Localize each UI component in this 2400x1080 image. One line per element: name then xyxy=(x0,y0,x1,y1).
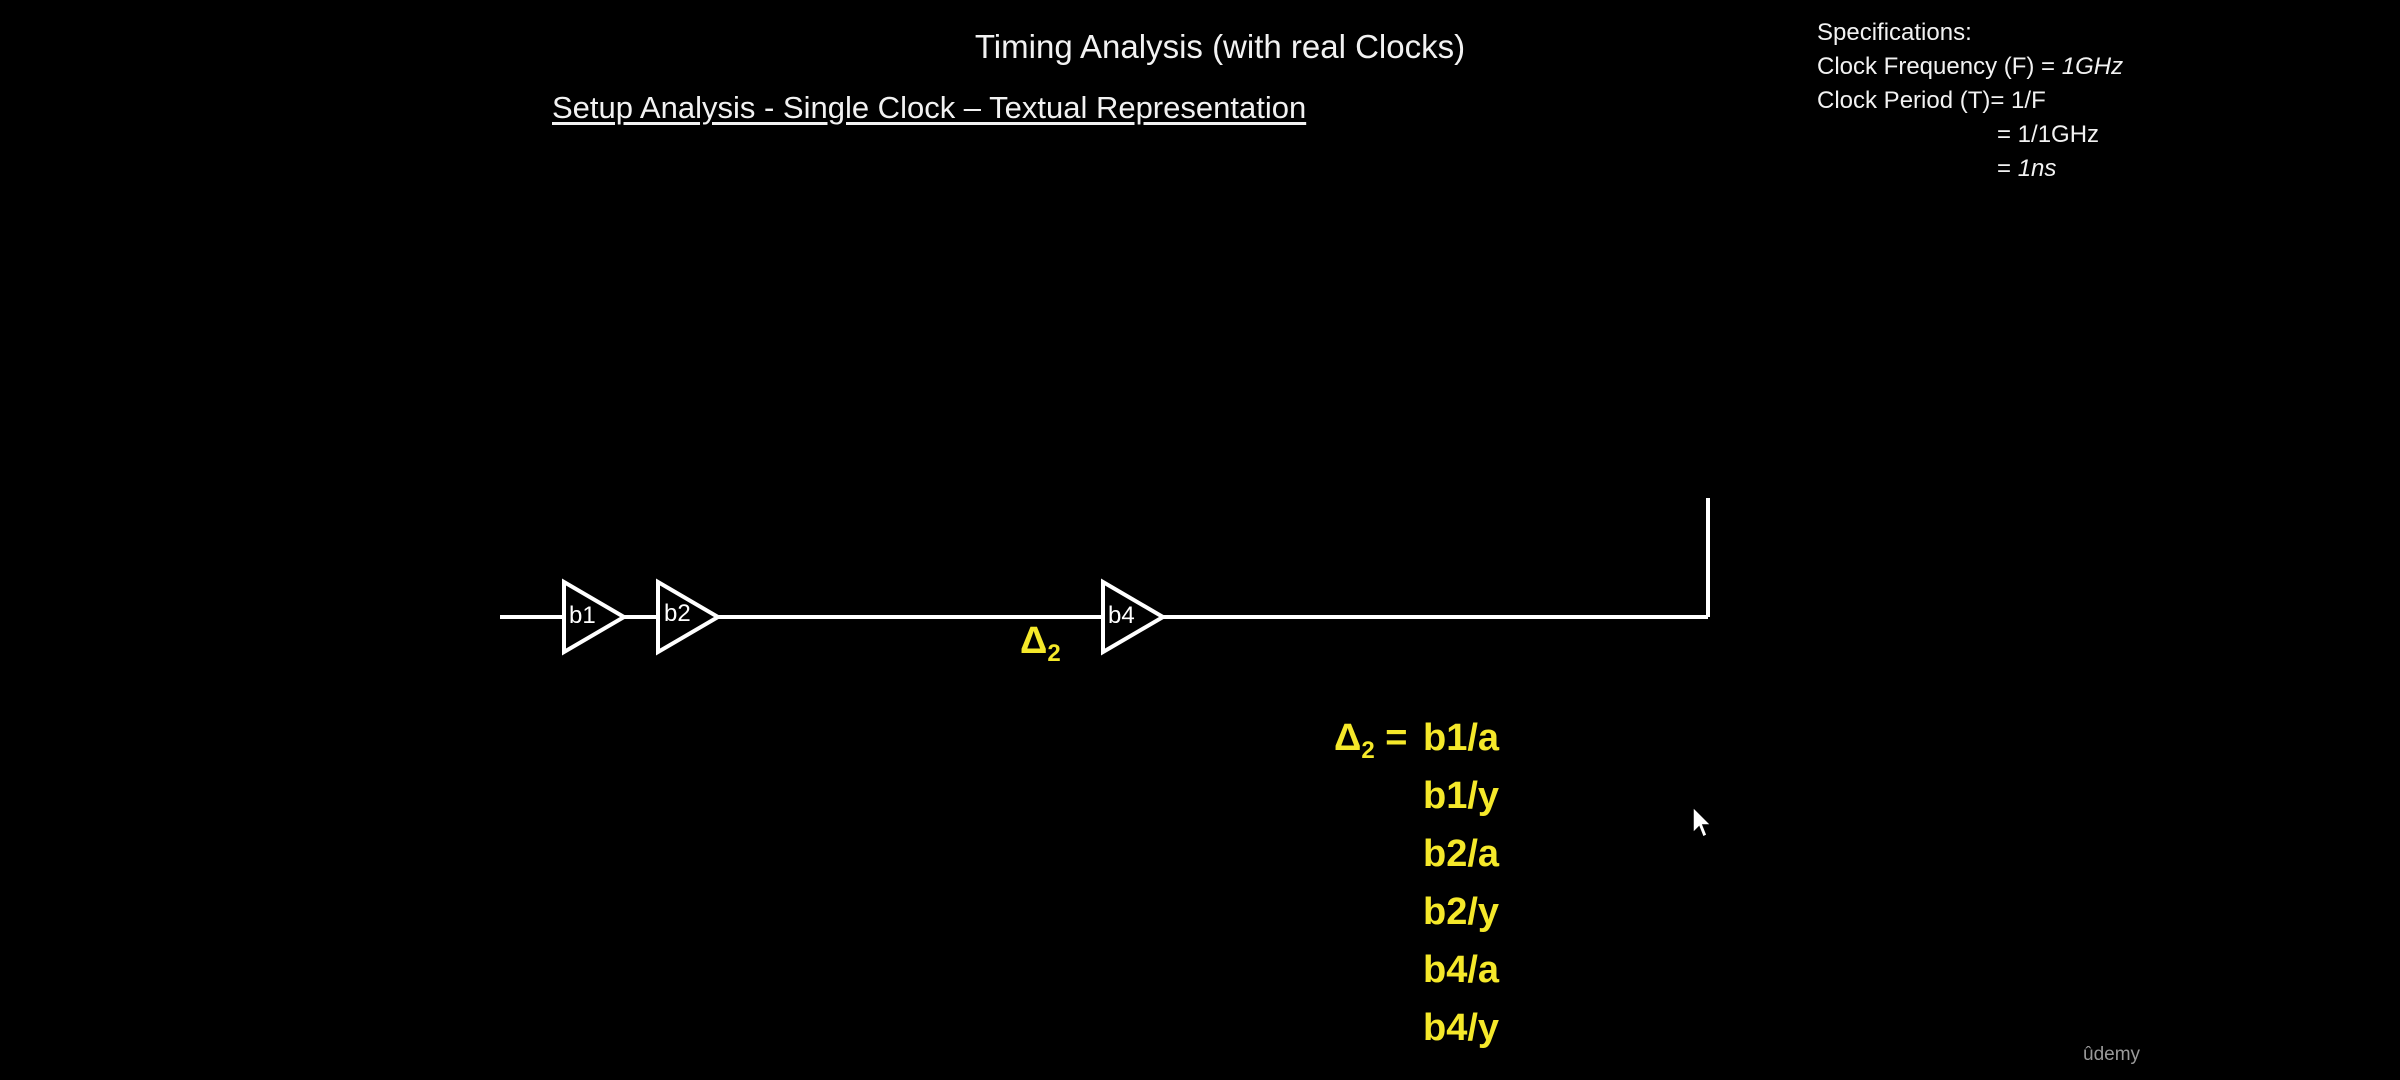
lhs-symbol: Δ xyxy=(1334,717,1362,759)
udemy-logo: ûdemy xyxy=(2083,1044,2141,1065)
specifications-panel: Specifications: Clock Frequency (F) = 1G… xyxy=(1817,16,2123,186)
delta-2-marker: Δ2 xyxy=(1020,620,1061,668)
delta-symbol: Δ xyxy=(1020,620,1048,662)
expression-term: b2/a xyxy=(1423,833,1500,875)
slide-title: Timing Analysis (with real Clocks) xyxy=(974,28,1466,65)
clock-period-step: = 1/1GHz xyxy=(1997,121,2100,148)
buffer-b2-label: b2 xyxy=(664,600,691,627)
period-eq: = xyxy=(1997,155,2018,182)
buffer-b4 xyxy=(1101,578,1167,656)
expression-term: b1/y xyxy=(1423,775,1500,817)
delta-subscript: 2 xyxy=(1047,640,1061,667)
clock-period-result: = 1ns xyxy=(1817,152,2123,186)
expression-term: b2/y xyxy=(1423,891,1500,933)
clock-period-line: Clock Period (T)= 1/F xyxy=(1817,87,2046,114)
equals-sign: = xyxy=(1374,717,1408,759)
freq-value: 1GHz xyxy=(2061,53,2124,80)
buffer-b1-label: b1 xyxy=(569,602,596,629)
lhs-subscript: 2 xyxy=(1361,737,1375,764)
expression-term: b1/a xyxy=(1423,717,1500,759)
expression-term: b4/a xyxy=(1423,949,1500,991)
buffer-b2 xyxy=(656,578,722,656)
buffer-b1 xyxy=(562,578,628,656)
freq-label: Clock Frequency (F) = xyxy=(1817,53,2062,80)
expression-term: b4/y xyxy=(1423,1007,1500,1049)
slide-subtitle: Setup Analysis - Single Clock – Textual … xyxy=(552,90,1307,125)
period-value: 1ns xyxy=(2017,155,2057,182)
specs-heading: Specifications: xyxy=(1817,19,1972,46)
delta-expression-head: Δ2 = xyxy=(1334,709,1407,780)
buffer-b4-label: b4 xyxy=(1108,602,1135,629)
mouse-cursor-icon xyxy=(1692,806,1713,839)
clock-frequency-line: Clock Frequency (F) = 1GHz xyxy=(1817,50,2123,84)
